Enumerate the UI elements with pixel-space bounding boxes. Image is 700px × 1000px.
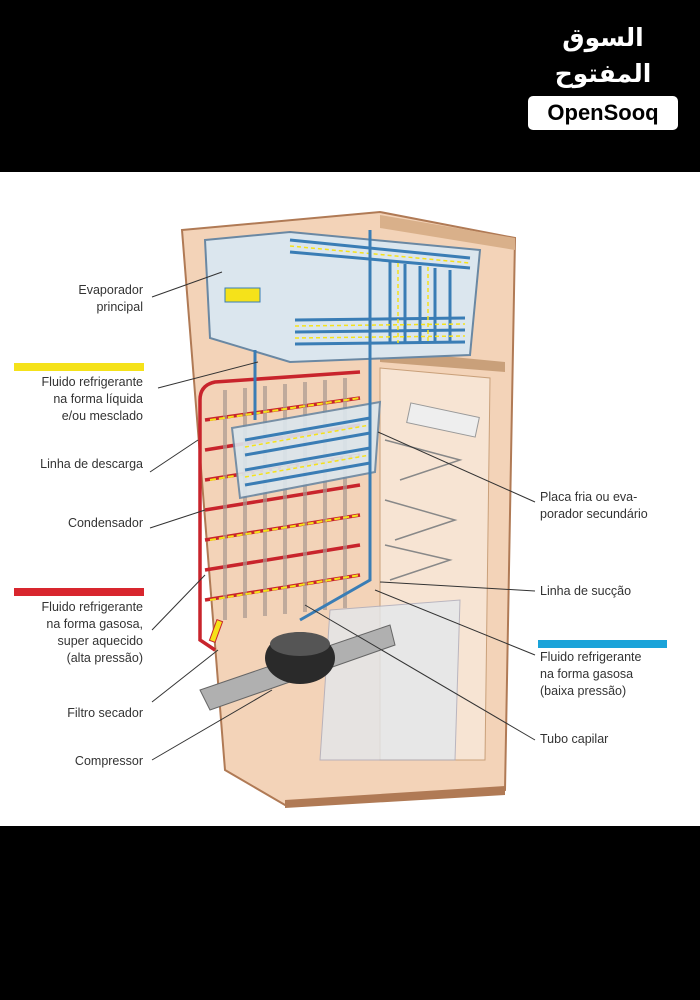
legend-bar-gas-cold: [538, 640, 667, 648]
label-line: (baixa pressão): [540, 684, 627, 698]
label-line: porador secundário: [540, 507, 648, 521]
label-linha-descarga: Linha de descarga: [40, 457, 143, 471]
leader-lines: [149, 271, 536, 761]
suction-line: [299, 230, 372, 622]
label-line: Evaporador: [78, 283, 143, 297]
label-gas-cold-fluid: Fluido refrigerante na forma gasosa (bai…: [540, 649, 641, 700]
label-line: e/ou mesclado: [61, 409, 143, 423]
label-line: Fluido refrigerante: [41, 600, 143, 614]
filter-dryer: [208, 618, 224, 644]
label-line: (alta pressão): [66, 651, 143, 665]
label-line: na forma gasosa: [540, 667, 634, 681]
label-gas-hot-fluid: Fluido refrigerante na forma gasosa, sup…: [42, 599, 143, 667]
opensooq-logo: السوق المفتوح OpenSooq: [528, 20, 678, 130]
logo-arabic-text: السوق المفتوح: [554, 23, 652, 88]
legend-bar-liquid: [14, 363, 144, 371]
label-filtro-secador: Filtro secador: [67, 706, 143, 720]
label-line: Fluido refrigerante: [41, 375, 143, 389]
label-line: principal: [96, 300, 143, 314]
label-line: na forma gasosa,: [46, 617, 143, 631]
label-line: Placa fria ou eva-: [540, 490, 638, 504]
label-condensador: Condensador: [67, 516, 143, 530]
label-compressor: Compressor: [74, 754, 143, 768]
label-line: Fluido refrigerante: [540, 650, 642, 664]
label-linha-succao: Linha de sucção: [540, 584, 632, 598]
label-tubo-capilar: Tubo capilar: [540, 732, 609, 746]
refrigerator-diagram: Evaporador principal Fluido refrigerante…: [0, 172, 700, 826]
label-line: super aquecido: [57, 634, 143, 648]
refrigerator-illustration: [149, 210, 536, 808]
cold-plate: [230, 400, 382, 500]
label-line: na forma líquida: [53, 392, 143, 406]
label-evaporador-principal: Evaporador principal: [78, 282, 143, 316]
legend-bar-gas-hot: [14, 588, 144, 596]
label-liquid-fluid: Fluido refrigerante na forma líquida e/o…: [42, 374, 143, 425]
label-placa-fria: Placa fria ou eva- porador secundário: [540, 489, 648, 523]
logo-latin-text: OpenSooq: [528, 96, 678, 130]
